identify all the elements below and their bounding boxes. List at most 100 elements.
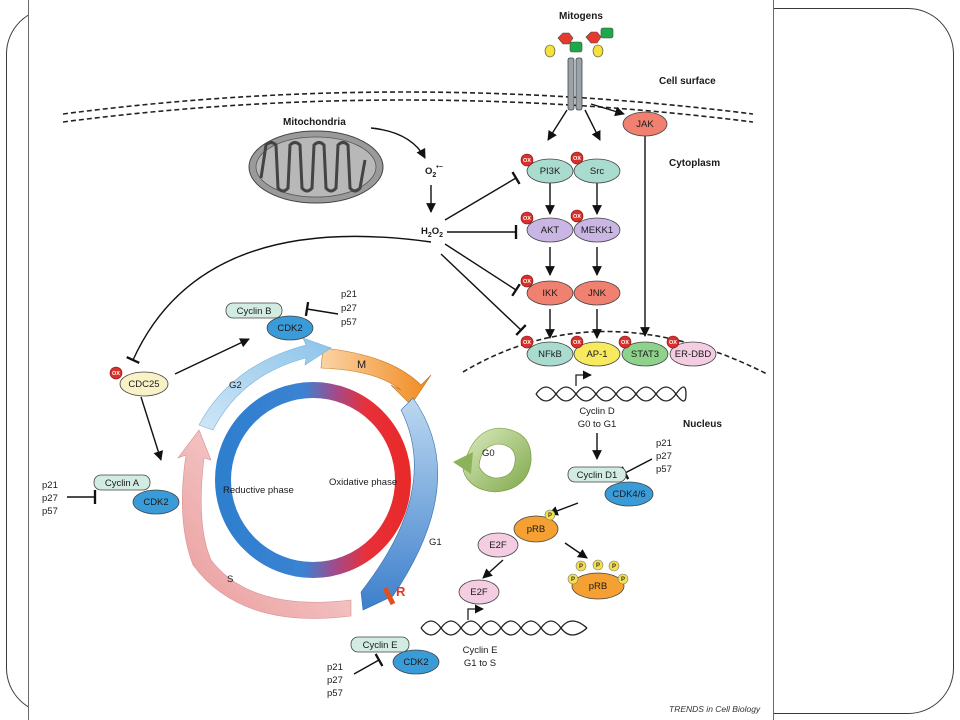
mitogen-molecules (544, 27, 614, 58)
cell-surface-label: Cell surface (659, 76, 716, 87)
inhibitor-e-1: p27 (327, 675, 343, 686)
inhibitor-d-1: p27 (656, 451, 672, 462)
phase-arrow-g1 (360, 397, 439, 611)
node-jnk: JNK (588, 288, 607, 299)
gene-cyclin-d-transition: G0 to G1 (578, 419, 617, 430)
ox-badge (570, 151, 584, 165)
ox-badge (520, 153, 534, 167)
ox-label: OX (573, 156, 581, 162)
cell-membrane (62, 91, 754, 123)
node-prb-phosphorylated: pRB (589, 581, 607, 592)
ox-label: OX (573, 340, 581, 346)
restriction-point-label: R (396, 584, 406, 599)
dna-helix-cyclin-d (535, 370, 687, 402)
phase-label-m: M (357, 359, 366, 371)
cell-cycle-redox-diagram: OX OX OX OX OX OX OX OX OX OX P P P P P … (42, 11, 768, 714)
ox-label: OX (523, 279, 531, 285)
superoxide-label: O2•− (425, 164, 443, 179)
ox-badge (520, 211, 534, 225)
phase-label-g1: G1 (429, 537, 442, 548)
node-jak: JAK (636, 119, 654, 130)
node-cdk2-b: CDK2 (277, 323, 302, 334)
journal-credit: TRENDS in Cell Biology (669, 704, 761, 714)
node-pi3k: PI3K (540, 166, 561, 177)
node-e2f-bound: E2F (489, 540, 507, 551)
reductive-phase-label: Reductive phase (223, 485, 294, 496)
ox-label: OX (112, 371, 120, 377)
nuclear-envelope (462, 330, 768, 375)
phospho-label: P (548, 513, 552, 519)
phase-arrow-g0 (462, 427, 532, 493)
node-erdbd: ER-DBD (675, 349, 712, 360)
dna-helix-cyclin-e (420, 604, 588, 636)
node-nfkb: NFkB (538, 349, 562, 360)
inhibitor-d-0: p21 (656, 438, 672, 449)
node-akt: AKT (541, 225, 560, 236)
node-cdk2-e: CDK2 (403, 657, 428, 668)
node-mekk1: MEKK1 (581, 225, 613, 236)
inhibitor-d-2: p57 (656, 464, 672, 475)
signal-arrows (126, 103, 650, 579)
ox-label: OX (523, 158, 531, 164)
ox-badge (520, 274, 534, 288)
cytoplasm-label: Cytoplasm (669, 158, 720, 169)
ox-badges (109, 151, 680, 380)
nucleus-label: Nucleus (683, 419, 722, 430)
mitochondria-label: Mitochondria (283, 117, 346, 128)
node-cdk2-a: CDK2 (143, 497, 168, 508)
ox-badge (570, 335, 584, 349)
gene-cyclin-d-label: Cyclin D (579, 406, 615, 417)
phase-label-g2: G2 (229, 380, 242, 391)
node-cyclin-a: Cyclin A (105, 478, 140, 489)
node-ap1: AP-1 (586, 349, 607, 360)
inhibitor-b-1: p27 (341, 303, 357, 314)
node-src: Src (590, 166, 605, 177)
mitochondrion-icon (248, 130, 384, 204)
ox-badge (520, 335, 534, 349)
receptor (567, 57, 583, 111)
restriction-point-marker (382, 586, 396, 606)
oxidative-phase-label: Oxidative phase (329, 477, 397, 488)
inhibition-lines (67, 171, 653, 675)
inhibitor-a-0: p21 (42, 480, 58, 491)
phospho-label: P (621, 577, 625, 583)
ox-badge (570, 209, 584, 223)
ox-label: OX (523, 216, 531, 222)
phase-arrow-g2 (198, 337, 332, 431)
inhibitor-a-2: p57 (42, 506, 58, 517)
gene-cyclin-e-transition: G1 to S (464, 658, 496, 669)
node-ikk: IKK (542, 288, 558, 299)
phase-label-s: S (227, 574, 233, 585)
node-cyclin-b: Cyclin B (237, 306, 272, 317)
inhibitor-b-2: p57 (341, 317, 357, 328)
cell-cycle-wheel (177, 337, 532, 619)
ox-badge (666, 335, 680, 349)
inhibitor-e-0: p21 (327, 662, 343, 673)
node-cyclin-d1: Cyclin D1 (577, 470, 618, 481)
inhibitor-a-1: p27 (42, 493, 58, 504)
ox-badge (618, 335, 632, 349)
gene-cyclin-e-label: Cyclin E (463, 645, 498, 656)
ox-badge (109, 366, 123, 380)
signaling-nodes (93, 111, 717, 675)
phase-arrow-s (177, 429, 352, 619)
phospho-label: P (612, 564, 616, 570)
node-cyclin-e: Cyclin E (363, 640, 398, 651)
mitogens-label: Mitogens (559, 11, 603, 22)
node-cdc25: CDC25 (128, 379, 159, 390)
phospho-badges (544, 509, 629, 585)
node-cdk46: CDK4/6 (612, 489, 645, 500)
phospho-label: P (571, 577, 575, 583)
phospho-label: P (579, 564, 583, 570)
ox-label: OX (523, 340, 531, 346)
inhibitor-e-2: p57 (327, 688, 343, 699)
node-prb: pRB (527, 524, 545, 535)
ox-label: OX (573, 214, 581, 220)
ox-label: OX (621, 340, 629, 346)
node-e2f-free: E2F (470, 587, 488, 598)
ox-label: OX (669, 340, 677, 346)
inhibitor-lists: p21 p27 p57 p21 p27 p57 p21 p27 p57 p21 … (42, 289, 672, 699)
h2o2-label: H2O2 (421, 226, 443, 239)
phase-label-g0: G0 (482, 448, 495, 459)
figure-panel: OX OX OX OX OX OX OX OX OX OX P P P P P … (28, 0, 774, 720)
